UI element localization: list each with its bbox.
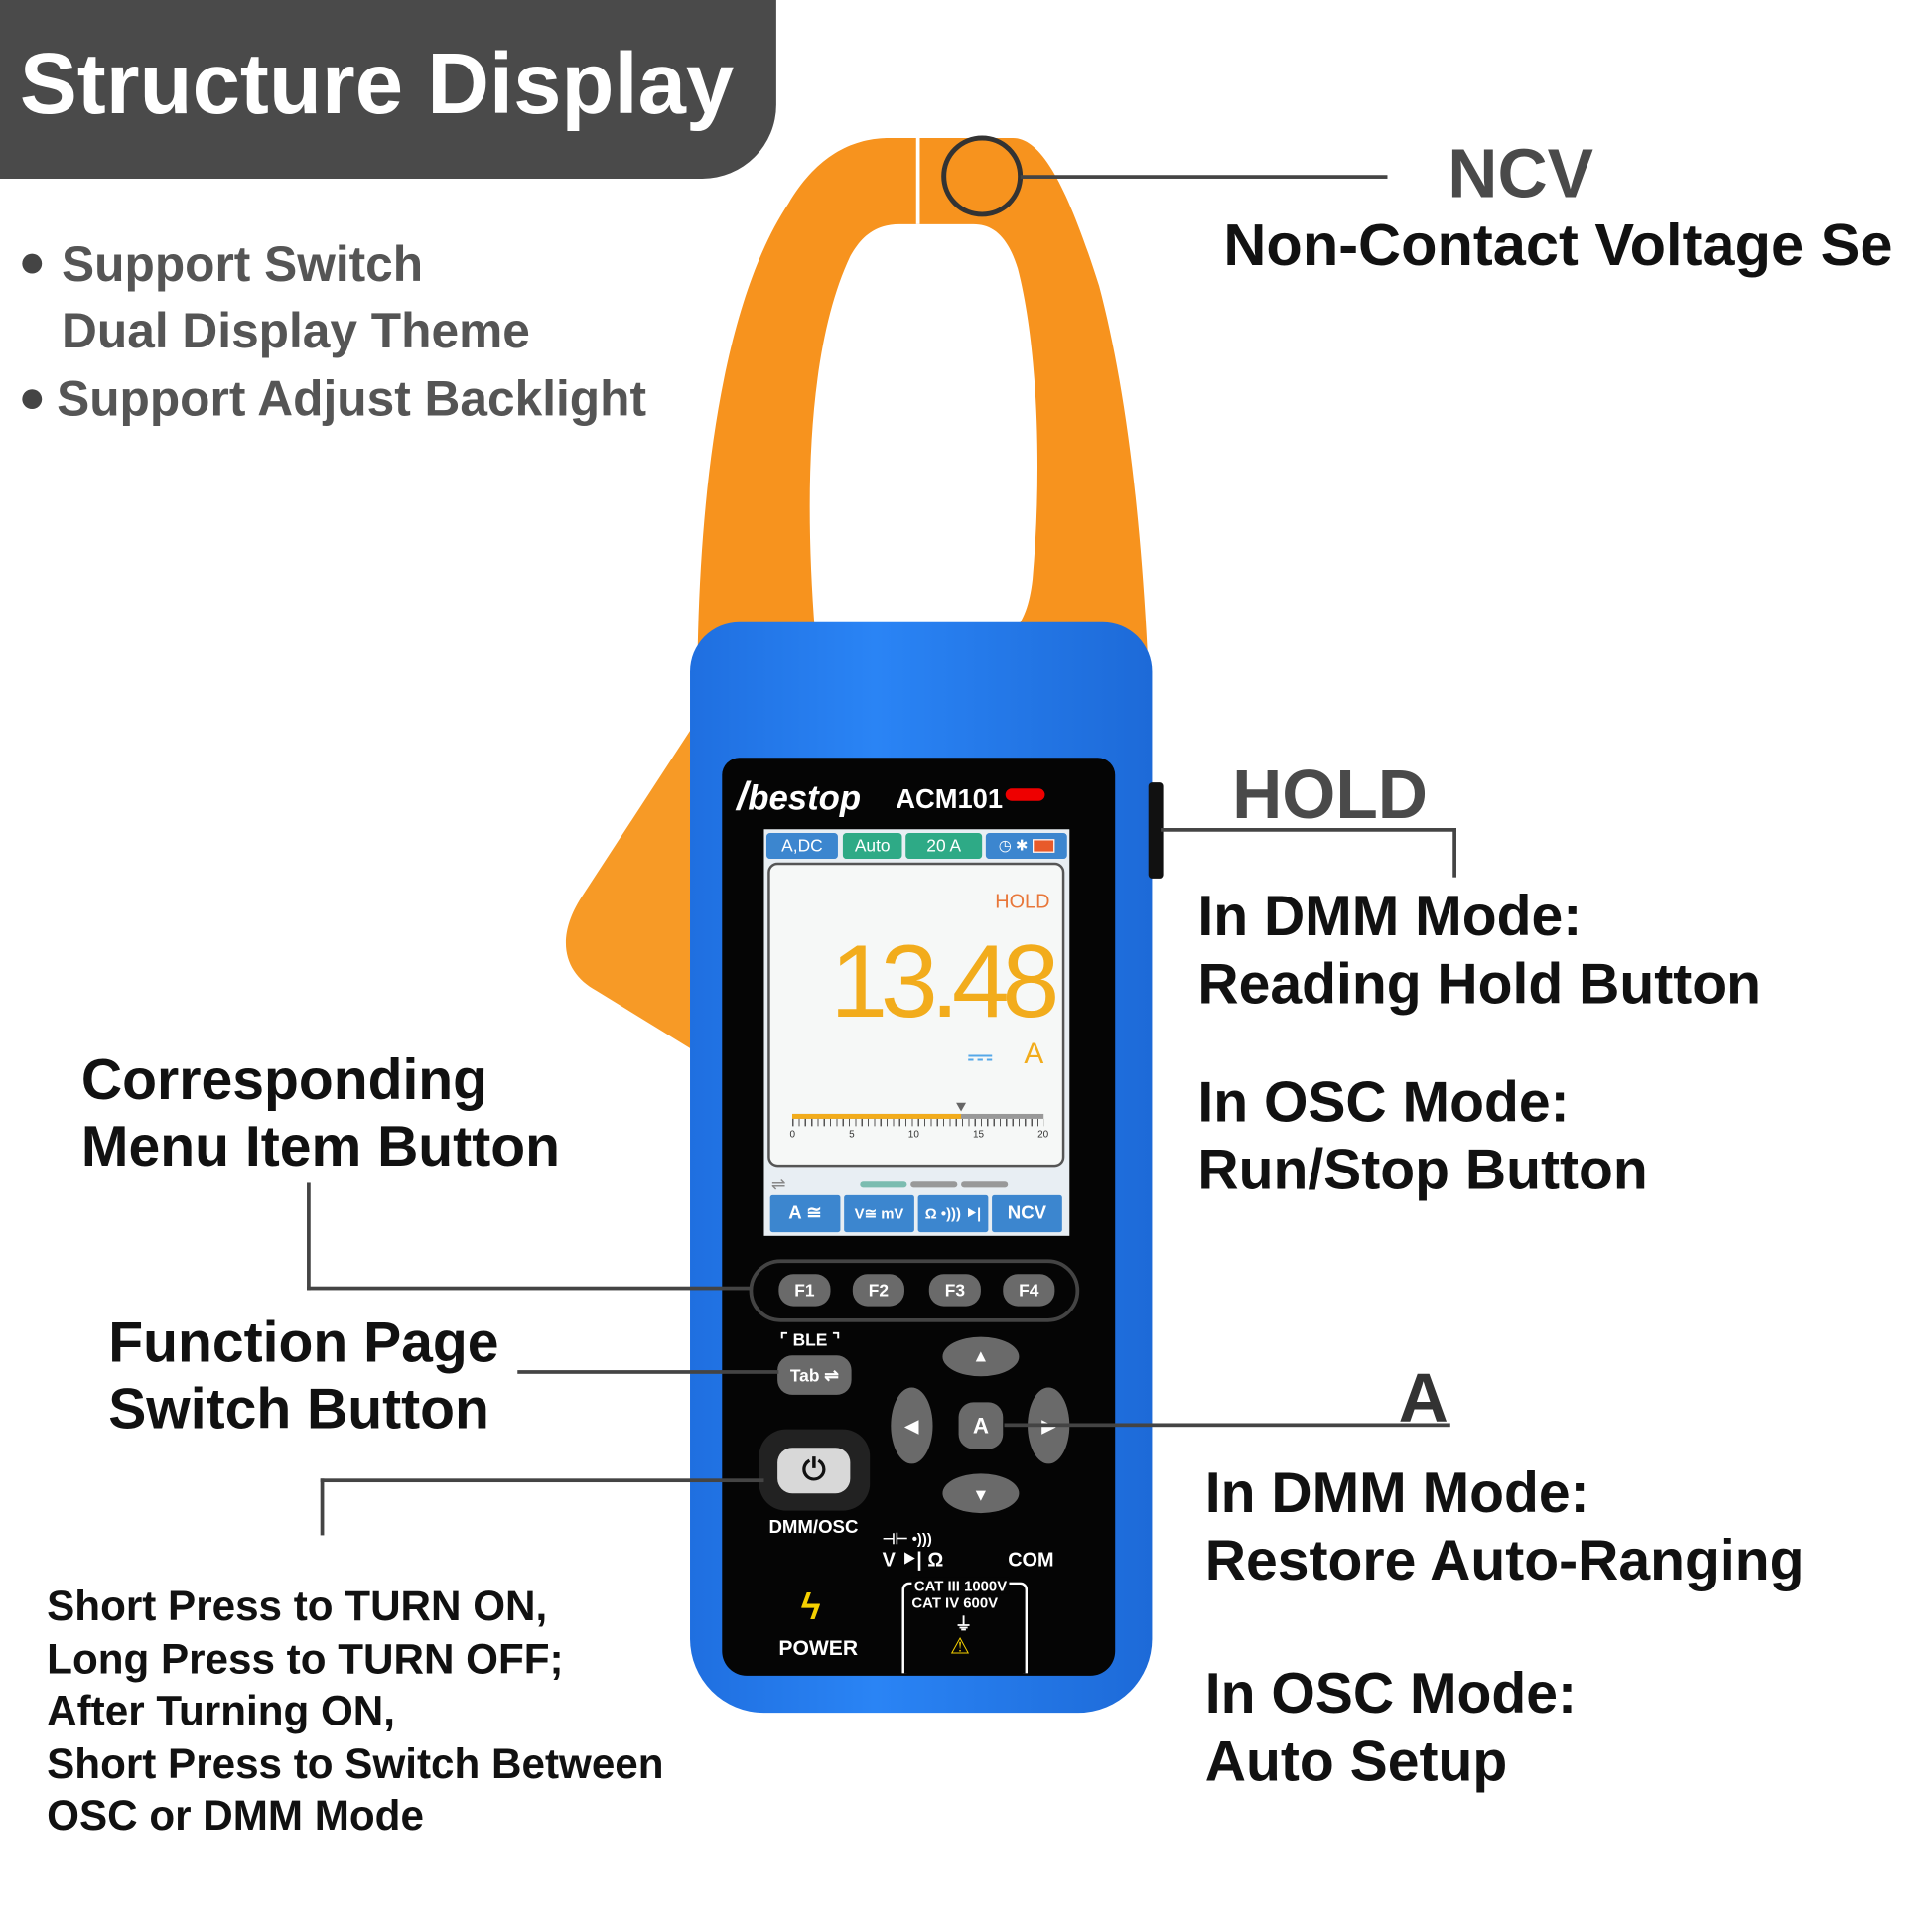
status-tab-range-mode: Auto (842, 832, 902, 860)
ground-icon: ⏚ (954, 1613, 973, 1634)
hold-leader-line (1452, 828, 1456, 878)
tick-label: 5 (849, 1128, 855, 1141)
brand-logo: /bestop (737, 773, 862, 819)
hold-osc-title: In OSC Mode: (1197, 1069, 1570, 1134)
status-icons: ◷ ✱ (985, 832, 1067, 860)
hold-side-button[interactable] (1148, 782, 1164, 879)
ncv-title: NCV (1448, 134, 1594, 212)
history-icon: ◷ (998, 836, 1012, 855)
bluetooth-icon: ✱ (1015, 836, 1029, 855)
tick-label: 20 (1037, 1128, 1049, 1141)
f4-button[interactable]: F4 (1003, 1274, 1055, 1307)
hold-leader-line (1161, 828, 1456, 832)
power-instruction-line: Long Press to TURN OFF; (47, 1635, 564, 1683)
a-osc-title: In OSC Mode: (1204, 1661, 1578, 1725)
power-instruction-line: Short Press to Switch Between (47, 1740, 664, 1788)
feature-text: Support Adjust Backlight (57, 371, 646, 427)
reading-panel: HOLD 13.48 ⎓ A 0 5 10 15 20 (767, 862, 1065, 1168)
feature-text: Support Switch (62, 237, 424, 293)
function-page-line1: Function Page (108, 1310, 499, 1374)
tab-button[interactable]: Tab ⇌ (777, 1355, 852, 1395)
page-dot-active (860, 1181, 907, 1188)
title-banner (0, 0, 776, 179)
warning-icon: ⚠ (949, 1633, 970, 1659)
dmm-osc-label: DMM/OSC (768, 1516, 859, 1538)
up-button[interactable]: ▲ (942, 1336, 1020, 1377)
screen-function-voltage: V≅ mV (844, 1194, 914, 1233)
menu-callout-line2: Menu Item Button (80, 1113, 560, 1178)
f3-button[interactable]: F3 (928, 1274, 981, 1307)
hold-osc-desc: Run/Stop Button (1197, 1137, 1648, 1202)
page-title: Structure Display (19, 35, 735, 132)
menu-leader-line (307, 1286, 751, 1291)
status-tab-range: 20 A (905, 832, 983, 860)
bar-graph-ticks (792, 1118, 1044, 1127)
com-terminal-label: COM (1008, 1550, 1054, 1572)
f1-button[interactable]: F1 (778, 1274, 831, 1307)
power-label: POWER (778, 1636, 859, 1660)
cat-rating: CAT IV 600V (911, 1593, 999, 1612)
hold-indicator: HOLD (995, 892, 1050, 913)
power-icon: ⏻ (801, 1453, 826, 1488)
ncv-leader-line (1020, 175, 1388, 179)
feature-text: Dual Display Theme (62, 304, 530, 359)
screen-function-resistance: Ω •))) ⯈| (917, 1194, 989, 1233)
bar-graph-track (792, 1113, 1044, 1119)
screen-function-ncv: NCV (992, 1194, 1062, 1233)
power-instruction-line: After Turning ON, (47, 1688, 396, 1735)
a-dmm-title: In DMM Mode: (1204, 1459, 1589, 1525)
function-page-line2: Switch Button (108, 1376, 489, 1441)
tick-label: 10 (907, 1128, 919, 1141)
input-terminal-label: V ⯈| Ω (882, 1550, 944, 1572)
page-dot (961, 1181, 1009, 1188)
power-leader-line (320, 1478, 764, 1483)
power-instructions: Short Press to TURN ON, Long Press to TU… (47, 1581, 663, 1843)
function-page-leader-line (517, 1370, 779, 1374)
hold-title: HOLD (1232, 755, 1429, 833)
power-instruction-line: Short Press to TURN ON, (47, 1583, 548, 1630)
bar-graph-fill (792, 1113, 962, 1119)
power-leader-line (320, 1478, 325, 1536)
down-button[interactable]: ▼ (942, 1473, 1020, 1514)
a-title: A (1398, 1358, 1449, 1438)
lower-jaw (565, 727, 693, 1050)
tick-label: 0 (789, 1128, 796, 1141)
model-name: ACM101 (896, 783, 1004, 815)
battery-icon (1032, 839, 1054, 854)
a-leader-line (1004, 1423, 1450, 1428)
indicator-led (1005, 788, 1045, 801)
ncv-description: Non-Contact Voltage Se (1223, 212, 1893, 279)
bullet-icon (22, 253, 43, 274)
bullet-icon (22, 389, 43, 410)
lightning-icon: ϟ (800, 1587, 821, 1628)
hold-dmm-title: In DMM Mode: (1197, 883, 1583, 948)
menu-callout-line1: Corresponding (80, 1046, 488, 1112)
auto-a-button[interactable]: A (958, 1402, 1004, 1449)
f2-button[interactable]: F2 (852, 1274, 904, 1307)
menu-leader-line (307, 1182, 311, 1291)
bar-scale-labels: 0 5 10 15 20 (790, 1129, 1049, 1140)
a-dmm-desc: Restore Auto-Ranging (1204, 1527, 1805, 1592)
bar-pointer-icon (956, 1102, 967, 1112)
dc-symbol-icon: ⎓ (967, 1037, 994, 1075)
left-button[interactable]: ◀ (891, 1387, 933, 1464)
cat-rating: CAT III 1000V (911, 1577, 1010, 1594)
tick-label: 15 (972, 1128, 985, 1141)
brand-slash-icon: / (737, 773, 749, 819)
hold-dmm-desc: Reading Hold Button (1197, 951, 1761, 1016)
f-key-group (749, 1259, 1080, 1322)
input-function-symbols: ⊣⊢ •))) (882, 1530, 932, 1548)
status-tab-mode: A,DC (765, 832, 838, 860)
page-dot (910, 1181, 958, 1188)
a-osc-desc: Auto Setup (1204, 1728, 1508, 1793)
reading-value: 13.48 (830, 922, 1059, 1039)
power-instruction-line: OSC or DMM Mode (47, 1792, 424, 1840)
reading-unit: A (1024, 1037, 1044, 1071)
ble-label: ⌜ BLE ⌝ (779, 1329, 841, 1350)
power-button[interactable]: ⏻ (777, 1448, 851, 1494)
screen-function-current: A ≅ (769, 1194, 841, 1233)
page-switch-icon: ⇌ (770, 1173, 786, 1194)
lcd-screen: A,DC Auto 20 A ◷ ✱ HOLD 13.48 ⎓ A 0 5 10… (763, 829, 1070, 1236)
